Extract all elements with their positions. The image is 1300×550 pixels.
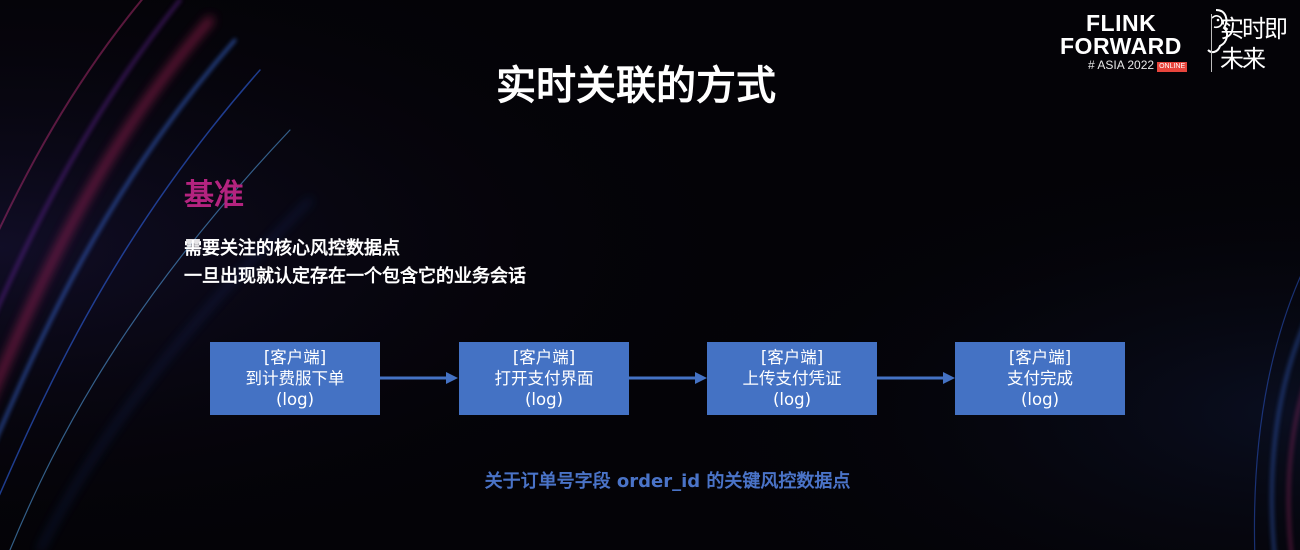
description-line-2: 一旦出现就认定存在一个包含它的业务会话 xyxy=(184,266,526,287)
flow-step-event: 到计费服下单 xyxy=(245,369,345,388)
description-line-1: 需要关注的核心风控数据点 xyxy=(184,238,400,259)
logo-divider xyxy=(1211,14,1212,72)
flow-step-source: [客户端] xyxy=(263,348,327,367)
flow-arrowhead-2 xyxy=(695,372,707,384)
flow-arrowhead-3 xyxy=(943,372,955,384)
flow-step-source: [客户端] xyxy=(760,348,824,367)
flow-step-event: 上传支付凭证 xyxy=(742,369,842,388)
flow-step-payment-complete: [客户端] 支付完成 (log) xyxy=(955,342,1125,415)
flow-step-upload-receipt: [客户端] 上传支付凭证 (log) xyxy=(707,342,877,415)
flow-step-event: 支付完成 xyxy=(1007,369,1073,388)
flow-step-kind: (log) xyxy=(524,390,564,409)
flow-arrowhead-1 xyxy=(446,372,458,384)
diagram-caption: 关于订单号字段 order_id 的关键风控数据点 xyxy=(484,471,851,492)
flow-step-kind: (log) xyxy=(1020,390,1060,409)
section-heading: 基准 xyxy=(184,178,244,213)
flow-step-kind: (log) xyxy=(275,390,315,409)
flow-step-kind: (log) xyxy=(772,390,812,409)
flow-step-source: [客户端] xyxy=(1008,348,1072,367)
flow-step-open-payment: [客户端] 打开支付界面 (log) xyxy=(459,342,629,415)
logo-slogan: 实时即未来 xyxy=(1220,15,1288,73)
flow-step-place-order: [客户端] 到计费服下单 (log) xyxy=(210,342,380,415)
flow-step-event: 打开支付界面 xyxy=(494,369,594,388)
logo-flink-text: FLINK xyxy=(1086,10,1157,36)
slide-title: 实时关联的方式 xyxy=(496,63,776,109)
logo-online-badge: ONLINE xyxy=(1157,62,1188,72)
flow-step-source: [客户端] xyxy=(512,348,576,367)
logo-forward-text: FORWARD xyxy=(1060,33,1182,59)
logo-edition: # ASIA 2022 xyxy=(1088,58,1155,72)
squirrel-icon xyxy=(1207,9,1229,54)
